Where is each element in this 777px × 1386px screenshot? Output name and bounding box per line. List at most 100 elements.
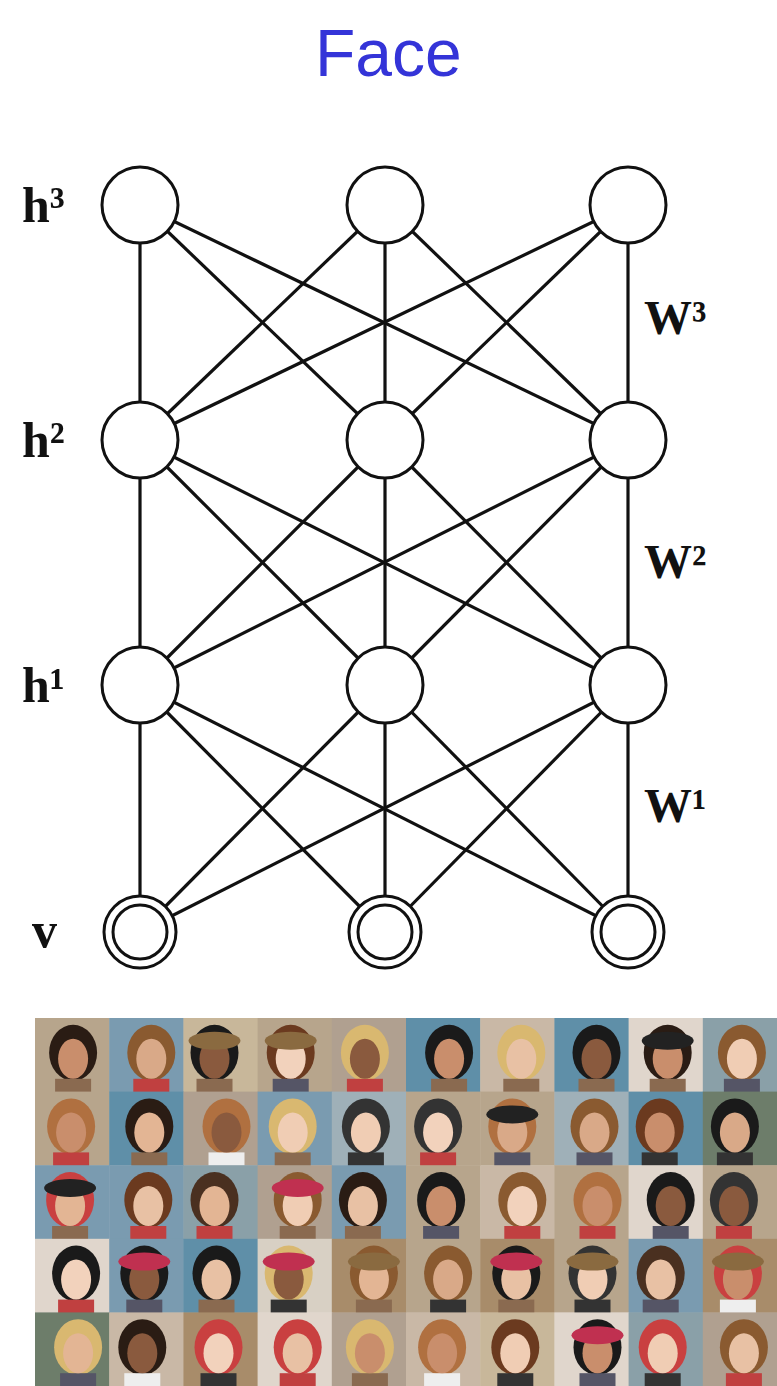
face-skin [727,1039,757,1079]
face-hair [424,1246,472,1302]
face-hair [52,1246,100,1302]
weight-line [385,685,628,932]
hidden-unit [102,647,178,723]
weight-line [385,205,628,440]
layer-label: h² [22,415,65,465]
hidden-unit [102,167,178,243]
face-hair [418,1319,466,1375]
face-hair [636,1098,684,1154]
face-hat [265,1032,317,1050]
face-hat [189,1032,241,1050]
face-skin [278,1112,308,1152]
face-hair [720,1319,768,1375]
face-skin [645,1112,675,1152]
face-skin [434,1039,464,1079]
face-hair [127,1025,175,1081]
face-skin [204,1333,234,1373]
face-hair [118,1319,166,1375]
face-skin [646,1260,676,1300]
visible-unit-inner [358,905,412,959]
face-clothes [497,1373,533,1386]
face-skin [212,1112,242,1152]
weight-line [385,205,628,440]
face-skin [200,1186,230,1226]
face-hat [642,1032,694,1050]
face-skin [61,1260,91,1300]
face-skin [719,1186,749,1226]
face-skin [433,1260,463,1300]
face-skin [582,1039,612,1079]
hidden-unit [347,647,423,723]
hidden-unit [590,402,666,478]
face-clothes [60,1373,96,1386]
face-hair [647,1172,695,1228]
face-skin [63,1333,93,1373]
face-hair [193,1246,241,1302]
face-skin [583,1186,613,1226]
face-skin [348,1186,378,1226]
weight-line [385,440,628,685]
face-hat [712,1253,764,1271]
visible-unit-inner [113,905,167,959]
face-hair [269,1098,317,1154]
visible-unit [104,896,176,968]
face-skin [427,1333,457,1373]
face-skin [729,1333,759,1373]
face-hat [486,1105,538,1123]
face-clothes [280,1373,316,1386]
face-hair [497,1025,545,1081]
face-skin [648,1333,678,1373]
face-skin [506,1039,536,1079]
face-clothes [352,1373,388,1386]
face-hair [718,1025,766,1081]
face-hair [49,1025,97,1081]
weight-line [140,205,385,440]
layer-label: v [32,905,57,955]
face-hair [47,1098,95,1154]
weight-line [385,685,628,932]
face-hair [191,1172,239,1228]
face-hat [572,1326,624,1344]
face-hair [346,1319,394,1375]
face-hat [272,1179,324,1197]
face-hair [573,1025,621,1081]
face-clothes [201,1373,237,1386]
face-hair [342,1098,390,1154]
face-skin [56,1112,86,1152]
face-clothes [726,1373,762,1386]
face-hair [195,1319,243,1375]
layer-label: h³ [22,180,65,230]
weight-line [385,440,628,685]
face-hair [425,1025,473,1081]
visible-unit-inner [601,905,655,959]
face-skin [426,1186,456,1226]
weight-label: W³ [642,294,708,342]
weight-line [140,685,385,932]
face-hair [54,1319,102,1375]
face-skin [350,1039,380,1079]
face-hair [339,1172,387,1228]
face-skin [580,1112,610,1152]
face-skin [202,1260,232,1300]
face-hat [490,1253,542,1271]
face-hair [203,1098,251,1154]
face-skin [133,1186,163,1226]
face-clothes [580,1373,616,1386]
face-skin [355,1333,385,1373]
face-hair [571,1098,619,1154]
face-skin [720,1112,750,1152]
layer-label: h¹ [22,660,65,710]
hidden-unit [590,647,666,723]
face-skin [507,1186,537,1226]
face-hair [125,1098,173,1154]
face-skin [656,1186,686,1226]
face-hat [44,1179,96,1197]
weight-line [140,440,385,685]
face-hair [639,1319,687,1375]
visible-unit [349,896,421,968]
face-hair [124,1172,172,1228]
face-skin [500,1333,530,1373]
face-skin [423,1112,453,1152]
face-hair [414,1098,462,1154]
